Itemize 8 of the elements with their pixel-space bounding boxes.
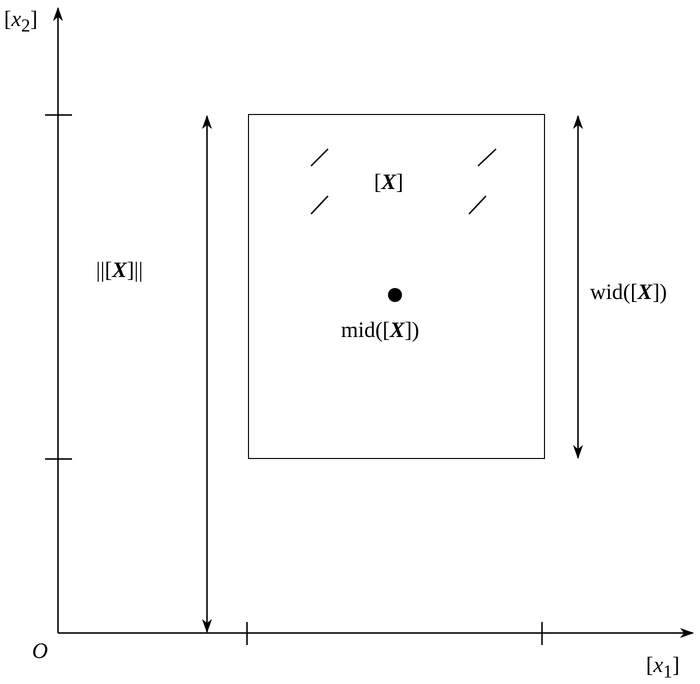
norm-label: ||[X]|| [96, 259, 143, 281]
axis-label: [x$_{2}$] [4, 8, 38, 35]
axis-label: [x$_{1}$] [646, 654, 680, 681]
interval-box [248, 114, 545, 459]
midpoint-label: mid([X]) [341, 319, 420, 341]
box-label: [X] [374, 171, 404, 193]
width-label: wid([X]) [590, 281, 667, 303]
origin-label: O [32, 640, 48, 662]
